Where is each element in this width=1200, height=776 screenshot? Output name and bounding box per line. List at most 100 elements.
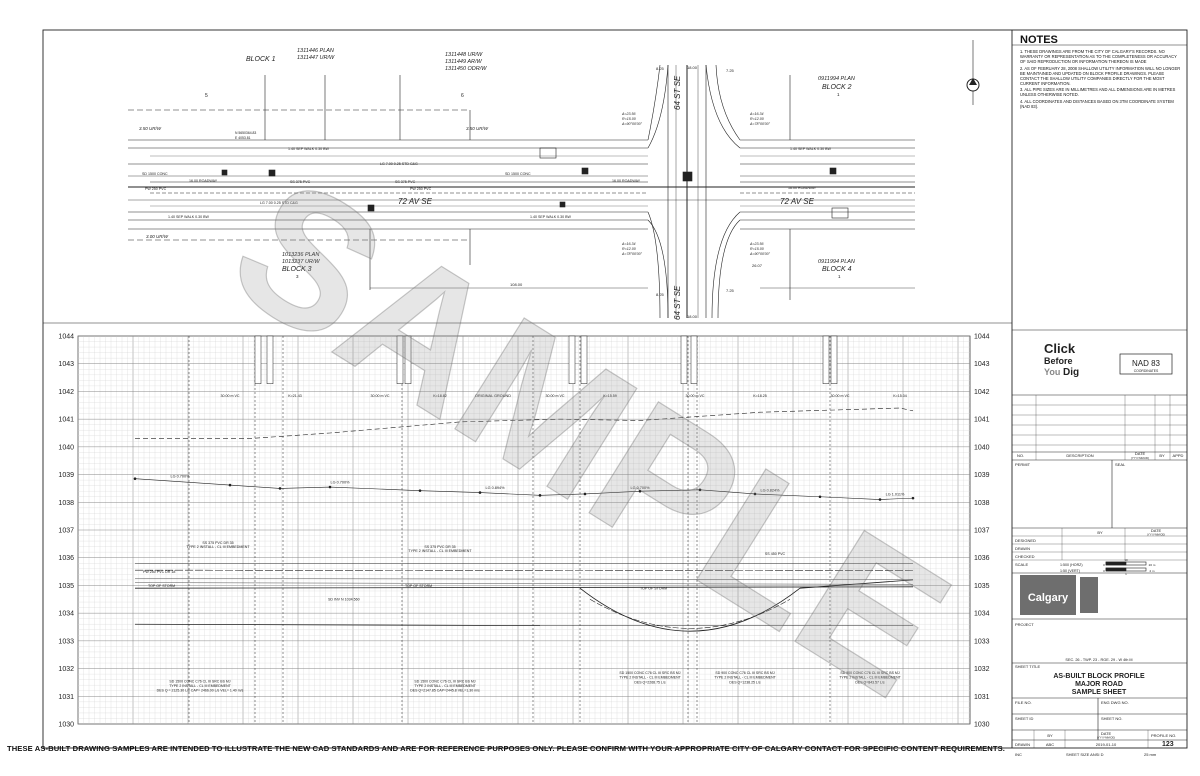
calgary-crest-icon	[1080, 577, 1098, 613]
sd-pipe-label: SD 1500 CONC	[142, 172, 168, 176]
lg-point	[753, 492, 757, 496]
lot-6: 6	[461, 93, 464, 99]
dim-725-b: 7.25	[726, 288, 735, 293]
sheet-title-label: SHEET TITLE	[1015, 664, 1041, 669]
ss-label-3: SS 450 PVC	[765, 552, 786, 556]
mid-arw: 1311449 AR/W	[445, 59, 482, 65]
lg-label: LG 0.700%	[631, 486, 651, 490]
scale-h-0: 0	[1103, 563, 1105, 567]
sd-note-line: TYPE 2 INSTALL - CL III EMBEDMENT	[169, 684, 231, 688]
sd-note-line: DES Q=2268.75 L/s	[634, 680, 665, 684]
dim-825: 8.25	[656, 66, 665, 71]
pipe-line	[134, 582, 914, 585]
plan-view	[128, 64, 915, 319]
storm-sag-outer	[579, 587, 801, 632]
sep-walk-2: 1.40 SEP WALK 0.30 BW	[168, 215, 210, 219]
curve3-d: Δ=78°00'00"	[621, 252, 643, 256]
drawn-by: ABC	[1046, 742, 1054, 747]
curve1-d: Δ=90°00'00"	[621, 122, 643, 126]
vc-label: 30.00 m VC	[686, 394, 705, 398]
scale-h-10: 10	[1124, 558, 1128, 562]
dim-825-b: 8.25	[656, 292, 665, 297]
manhole-symbol	[822, 335, 830, 384]
lg-label: LG 0.700%	[171, 475, 191, 479]
north-arrow-icon	[966, 40, 980, 105]
lg-label: LG 0.894%	[486, 486, 506, 490]
mid-urw: 1311448 UR/W	[445, 52, 483, 58]
rev-appd: APPD	[1173, 453, 1184, 458]
notes-panel: NOTES 1. THESE DRAWINGS ARE FROM THE CIT…	[1012, 30, 1187, 748]
urw-label-3: 3.00 UR/W	[146, 234, 169, 239]
lg-point	[278, 487, 282, 490]
block2-label: BLOCK 2	[822, 84, 852, 91]
dim-18-top: 18.00	[687, 65, 698, 70]
ss-label-1a: SS 375 PVC DR 35	[202, 541, 233, 545]
street-72av: 72 AV SE	[398, 197, 433, 206]
date-label-2: DATE	[1101, 731, 1112, 736]
manhole-symbol	[580, 335, 588, 384]
manhole-symbol	[690, 335, 698, 384]
sd-note-line: SD 1500 CONC C76 CL III SRC BS MJ	[619, 671, 680, 675]
sd-note-line: TYPE 2 INSTALL - CL III EMBEDMENT	[619, 676, 681, 680]
sd-pipe-label-2: SD 1500 CONC	[505, 172, 531, 176]
street-72av-east: 72 AV SE	[780, 197, 815, 206]
note-4: 4. ALL COORDINATES AND DISTANCES BASED O…	[1020, 98, 1174, 109]
street-64st-south: 64 ST SE	[673, 285, 682, 320]
sd-note-line: DES Q=1238.25 L/s	[729, 680, 760, 684]
lg-point	[328, 485, 332, 489]
vc-label: 30.00 m VC	[371, 394, 390, 398]
profile-grid	[77, 335, 971, 725]
title-block-lines	[1012, 44, 1187, 748]
elevation-label-right: 1033	[974, 638, 990, 645]
note-1: 1. THESE DRAWINGS ARE FROM THE CITY OF C…	[1020, 49, 1177, 64]
vc-label: 30.00 m VC	[546, 394, 565, 398]
scale-h-20: 20 m	[1149, 563, 1156, 567]
elevation-label-left: 1041	[58, 417, 74, 424]
block1-label: BLOCK 1	[246, 56, 276, 63]
plan-labels: BLOCK 1 1311446 PLAN 1311447 UR/W 131144…	[139, 48, 855, 320]
sd-note-line: TYPE 2 INSTALL - CL III EMBEDMENT	[414, 684, 476, 688]
pw-pipe-label: PW 250 PVC	[145, 187, 167, 191]
street-64st: 64 ST SE	[673, 75, 682, 110]
original-ground-label: ORIGINAL GROUND	[475, 394, 511, 398]
curve4-d: Δ=90°00'00"	[749, 252, 771, 256]
elevation-label-left: 1042	[58, 389, 74, 396]
title-block-text: Click Before You Dig NAD 83 COORDINATES …	[1015, 341, 1184, 757]
sheet-title-3: SAMPLE SHEET	[1072, 689, 1127, 696]
elevation-label-right: 1031	[974, 694, 990, 701]
inc-label: INC	[1015, 752, 1022, 757]
curve3-r: R=12.00	[622, 247, 636, 251]
curve4-a: Δ=23.56	[749, 242, 764, 246]
original-ground-line	[135, 407, 914, 439]
elevation-label-left: 1034	[58, 611, 74, 618]
lg-label-2: LG 7.00 0.25 STD C&G	[260, 201, 298, 205]
elevation-label-left: 1036	[58, 555, 74, 562]
mid-odrw: 1311450 ODR/W	[445, 66, 487, 72]
legal-desc: SEC. 26 - TWP. 23 - RGE. 29 - W 4th M	[1065, 658, 1132, 662]
elevation-label-left: 1032	[58, 666, 74, 673]
rev-by: BY	[1159, 453, 1165, 458]
coord-e: E 4053.81	[235, 136, 251, 140]
scale-v-2: 2 m	[1149, 569, 1155, 573]
elevation-label-left: 1040	[58, 444, 74, 451]
block3-plan: 1013236 PLAN	[282, 252, 319, 258]
scale-v-1: 1	[1125, 572, 1127, 576]
dim-18: 18.00	[687, 314, 698, 319]
drawn-label-2: DRAWN	[1015, 742, 1030, 747]
sample-watermark: SAMPLE	[199, 137, 983, 736]
elevation-label-left: 1030	[58, 722, 74, 729]
pw-label: PW 250 PVC DR 18	[143, 570, 175, 574]
sheet-size: SHEET SIZE ANSI D	[1066, 752, 1104, 757]
checked-label: CHECKED	[1015, 554, 1035, 559]
storm-crown-line	[134, 623, 541, 627]
block4-label: BLOCK 4	[822, 266, 852, 273]
sd-note-line: TYPE 2 INSTALL - CL III EMBEDMENT	[714, 676, 776, 680]
date-fmt-2: (YYYY-MM-DD)	[1097, 736, 1115, 740]
dim-108: 108.00	[510, 282, 523, 287]
manhole-symbol	[568, 335, 576, 384]
sd-note-line: TYPE 2 INSTALL - CL III EMBEDMENT	[839, 676, 901, 680]
ss-pipe-label-2: SS 375 PVC	[395, 180, 416, 184]
sheet-no-label: SHEET NO.	[1101, 716, 1123, 721]
top-of-storm-label-3: TOP OF STORM	[640, 587, 667, 591]
